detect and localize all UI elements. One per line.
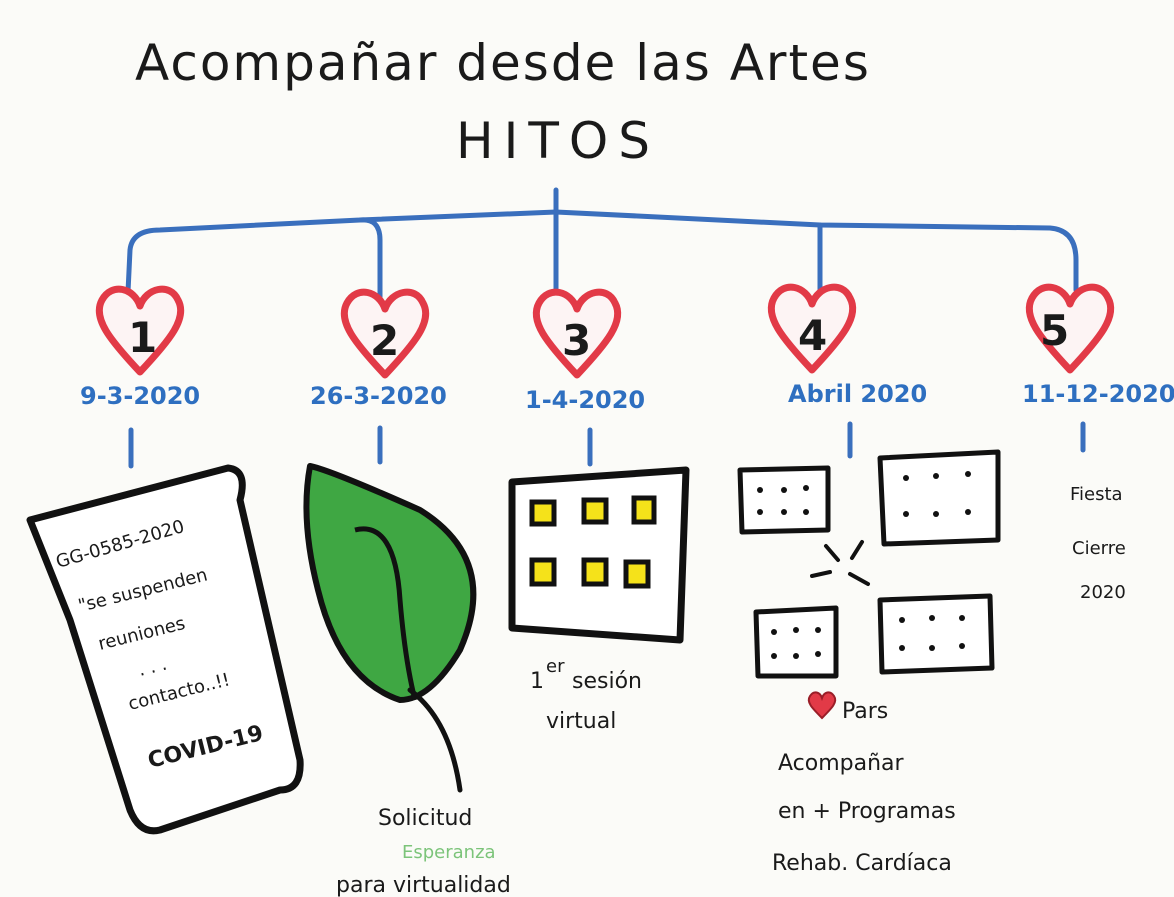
branch-right <box>357 209 1079 293</box>
leaf-vein <box>354 526 418 701</box>
heart-icon <box>767 283 857 374</box>
boards-illustration: Pars Acompañar en + Programas Rehab. Car… <box>737 449 1001 876</box>
document-illustration: GG-0585-2020 "se suspenden reuniones . .… <box>26 464 304 835</box>
closing-caption-line2: Cierre <box>1072 538 1126 559</box>
heart-icon <box>532 288 622 379</box>
spark-icon <box>810 540 870 586</box>
milestone-number: 2 <box>370 316 399 365</box>
programs-caption-line3: en + Programas <box>778 799 956 824</box>
milestone-date: 1-4-2020 <box>525 386 645 414</box>
leaf-icon <box>303 463 477 703</box>
leaf-illustration: Solicitud Esperanza para virtualidad <box>303 463 511 897</box>
milestone-date: 9-3-2020 <box>80 382 200 410</box>
leaf-caption-line1: Solicitud <box>378 806 472 831</box>
board <box>877 593 995 675</box>
heart-icon <box>1025 283 1115 374</box>
video-tile <box>581 557 609 587</box>
diagram-subtitle: HITOS <box>456 112 660 170</box>
leaf-caption-line2: Esperanza <box>402 842 496 863</box>
video-tile <box>623 559 651 589</box>
video-grid-illustration: 1 er sesión virtual <box>508 466 690 734</box>
leaf-caption-line3: para virtualidad <box>336 873 511 897</box>
branch-left <box>125 217 383 301</box>
video-tile <box>581 497 609 525</box>
milestone-number: 1 <box>128 313 157 362</box>
board <box>753 605 839 679</box>
heart-icon <box>95 285 185 376</box>
milestone-5: 5 11-12-2020 <box>1022 283 1174 453</box>
milestone-1: 1 9-3-2020 <box>80 285 200 469</box>
milestone-date: Abril 2020 <box>788 380 927 408</box>
session-caption-line2: virtual <box>546 709 616 734</box>
document-sheet <box>26 464 304 835</box>
screen-frame <box>508 466 690 644</box>
connector-tree <box>125 187 1079 303</box>
leaf-stem <box>407 687 463 793</box>
board <box>877 449 1001 547</box>
milestone-number: 4 <box>798 311 827 360</box>
closing-caption-line1: Fiesta <box>1070 484 1123 505</box>
milestone-2: 2 26-3-2020 <box>310 288 447 465</box>
programs-caption-line2: Acompañar <box>778 751 905 776</box>
board <box>737 465 831 535</box>
heart-icon <box>340 288 430 379</box>
session-caption-prefix: 1 <box>530 669 544 694</box>
milestone-3: 3 1-4-2020 <box>525 288 645 467</box>
session-caption-sup: er <box>546 656 565 677</box>
milestone-4: 4 Abril 2020 <box>767 283 927 459</box>
milestone-date: 26-3-2020 <box>310 382 447 410</box>
programs-caption-line4: Rehab. Cardíaca <box>772 851 952 876</box>
video-tile <box>529 499 557 527</box>
milestone-number: 5 <box>1040 306 1069 355</box>
video-tile <box>631 495 657 525</box>
milestone-number: 3 <box>562 316 591 365</box>
heart-icon <box>807 691 837 720</box>
programs-caption-line1: Pars <box>842 699 888 724</box>
closing-caption-line3: 2020 <box>1080 582 1126 603</box>
diagram-title: Acompañar desde las Artes <box>135 34 871 92</box>
closing-caption: Fiesta Cierre 2020 <box>1070 484 1126 603</box>
board-dots <box>757 471 971 659</box>
video-tile <box>529 557 557 587</box>
milestone-date: 11-12-2020 <box>1022 380 1174 408</box>
session-caption-line1: sesión <box>572 669 642 694</box>
